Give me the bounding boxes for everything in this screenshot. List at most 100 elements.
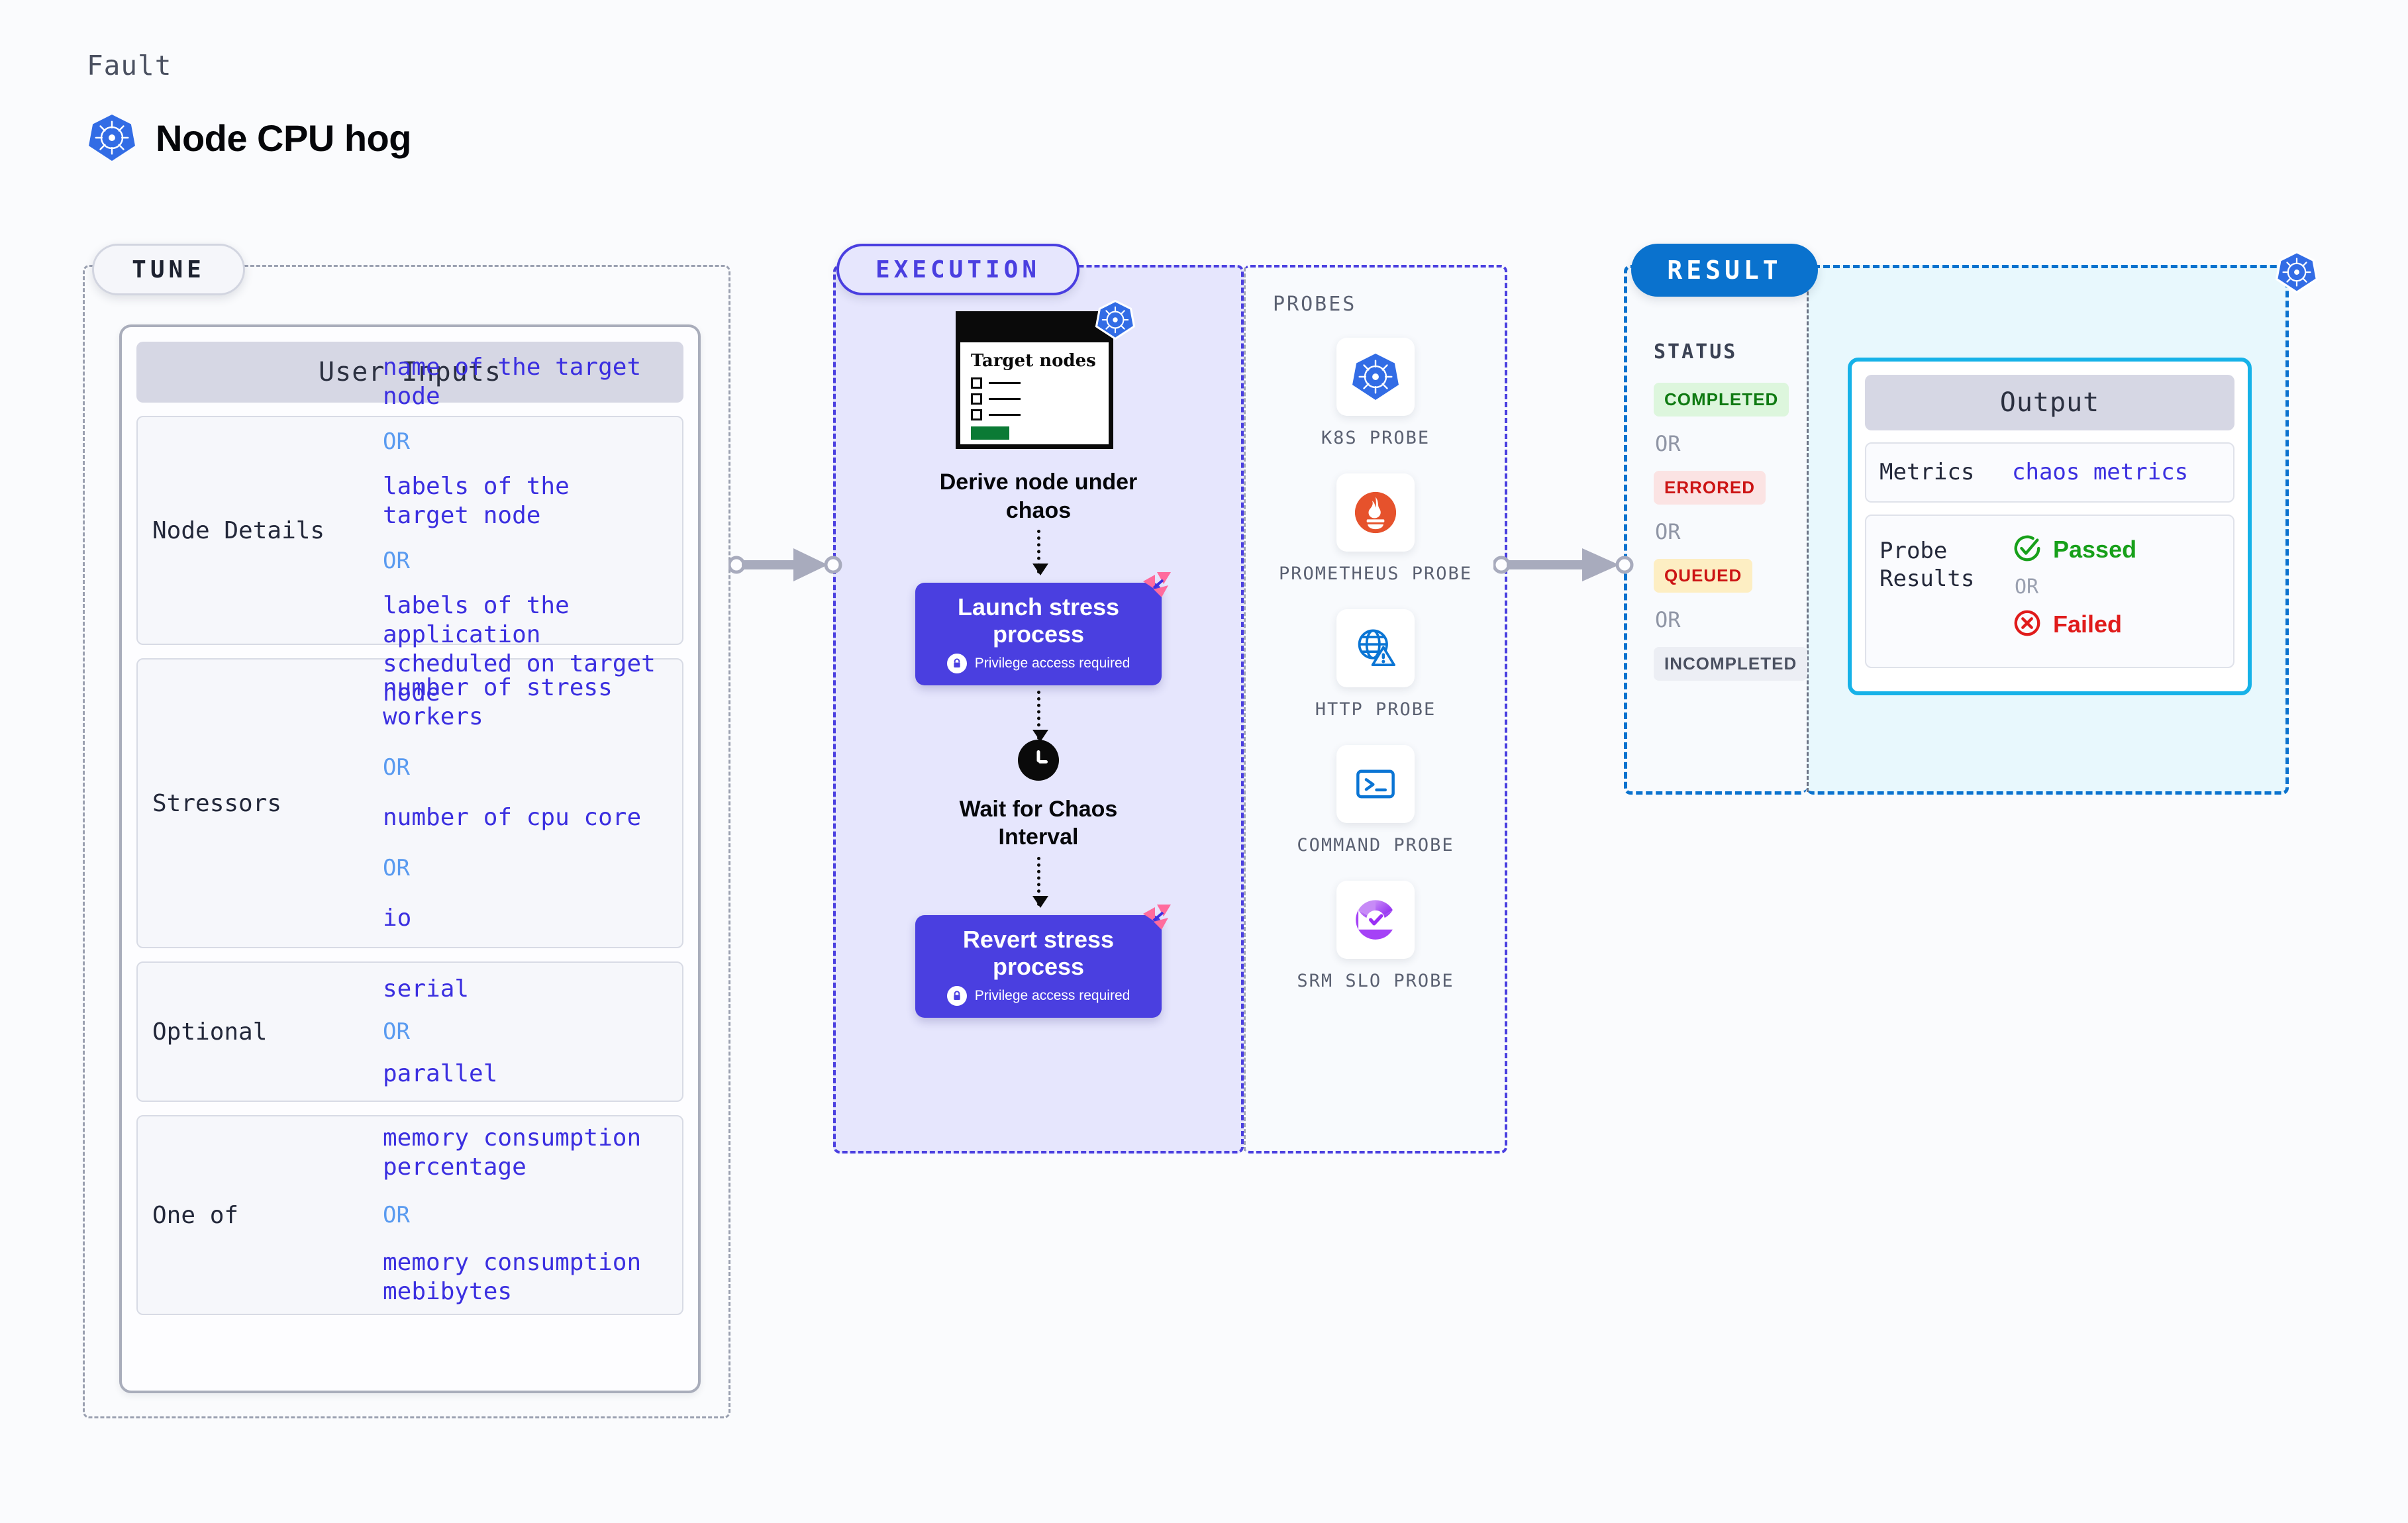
execution-flow: Target nodes bbox=[833, 299, 1244, 1018]
tune-value: number of stress workers bbox=[383, 674, 613, 731]
arrow-execution-to-result bbox=[1492, 542, 1639, 591]
probe-label: SRM SLO PROBE bbox=[1297, 971, 1454, 992]
result-pill[interactable]: RESULT bbox=[1631, 244, 1818, 297]
step-launch-stress-process[interactable]: Launch stress process Privilege access r… bbox=[915, 572, 1171, 685]
flow-connector bbox=[1032, 690, 1048, 742]
probe-item-srm-slo[interactable]: SRM SLO PROBE bbox=[1297, 881, 1454, 993]
or-separator: OR bbox=[383, 854, 410, 881]
tune-row-optional: Optional serial OR parallel bbox=[136, 961, 683, 1102]
flow-connector bbox=[1032, 530, 1048, 575]
probe-item-prometheus[interactable]: PROMETHEUS PROBE bbox=[1279, 473, 1472, 585]
tune-value: io bbox=[383, 904, 412, 932]
or-separator: OR bbox=[383, 428, 410, 456]
status-badge-queued: QUEUED bbox=[1654, 559, 1753, 593]
output-card-header: Output bbox=[1865, 375, 2234, 430]
or-separator: OR bbox=[1655, 607, 1681, 632]
tune-pill[interactable]: TUNE bbox=[92, 244, 245, 295]
clock-icon bbox=[1018, 739, 1059, 781]
probe-label: PROMETHEUS PROBE bbox=[1278, 564, 1473, 585]
user-inputs-header: User Inputs bbox=[136, 342, 683, 403]
probe-result-passed: Passed bbox=[2012, 533, 2136, 566]
or-separator: OR bbox=[2015, 575, 2039, 599]
privilege-note: Privilege access required bbox=[946, 985, 1130, 1006]
privilege-text: Privilege access required bbox=[974, 987, 1130, 1003]
or-separator: OR bbox=[383, 1202, 410, 1228]
page-title: Node CPU hog bbox=[156, 117, 411, 159]
chaos-icon bbox=[1142, 903, 1172, 934]
tune-value: parallel bbox=[383, 1060, 498, 1087]
privilege-note: Privilege access required bbox=[946, 653, 1130, 673]
probe-item-command[interactable]: COMMAND PROBE bbox=[1297, 745, 1454, 857]
tune-value: memory consumption mebibytes bbox=[383, 1249, 642, 1305]
kubernetes-icon bbox=[1095, 299, 1136, 343]
terminal-icon bbox=[1336, 745, 1415, 824]
step-title: Launch stress process bbox=[957, 593, 1120, 648]
green-status-bar bbox=[971, 426, 1009, 440]
globe-warning-icon bbox=[1336, 609, 1415, 688]
status-badge-completed: COMPLETED bbox=[1654, 383, 1789, 417]
tune-row-label: Node Details bbox=[152, 516, 325, 544]
step-caption-wait: Wait for Chaos Interval bbox=[959, 796, 1118, 850]
lock-icon bbox=[946, 985, 967, 1006]
or-separator: OR bbox=[383, 1018, 410, 1045]
tune-panel bbox=[83, 265, 730, 1418]
probes-title: PROBES bbox=[1273, 293, 1357, 316]
tune-value: memory consumption percentage bbox=[383, 1124, 642, 1181]
checkbox-icon bbox=[971, 393, 982, 405]
probes-list: K8S PROBE PROMETHEUS PROBE bbox=[1244, 338, 1507, 993]
metrics-label: Metrics bbox=[1880, 459, 1975, 485]
srm-slo-icon bbox=[1336, 881, 1415, 959]
kubernetes-icon bbox=[1336, 338, 1415, 416]
tune-row-stressors: Stressors number of stress workers OR nu… bbox=[136, 658, 683, 948]
line-placeholder bbox=[989, 413, 1021, 416]
or-separator: OR bbox=[383, 548, 410, 574]
status-title: STATUS bbox=[1654, 340, 1738, 364]
kubernetes-icon bbox=[2275, 250, 2319, 297]
line-placeholder bbox=[989, 397, 1021, 400]
checkbox-icon bbox=[971, 409, 982, 420]
execution-pill[interactable]: EXECUTION bbox=[836, 244, 1079, 295]
probe-item-k8s[interactable]: K8S PROBE bbox=[1321, 338, 1430, 450]
step-caption-derive: Derive node under chaos bbox=[939, 469, 1138, 523]
or-separator: OR bbox=[383, 754, 410, 781]
output-row-metrics: Metrics chaos metrics bbox=[1865, 442, 2234, 503]
prometheus-icon bbox=[1336, 473, 1415, 552]
fault-eyebrow: Fault bbox=[87, 50, 172, 81]
tune-value: name of the target node bbox=[383, 354, 642, 411]
tune-row-label: Optional bbox=[152, 1018, 268, 1046]
probes-divider bbox=[1244, 268, 1246, 1151]
or-separator: OR bbox=[1655, 519, 1681, 544]
user-inputs-card: User Inputs Node Details name of the tar… bbox=[119, 324, 701, 1393]
tune-value: labels of the target node bbox=[383, 473, 570, 530]
checkbox-icon bbox=[971, 377, 982, 389]
kubernetes-icon bbox=[87, 113, 137, 163]
tune-row-label: Stressors bbox=[152, 789, 282, 817]
probe-item-http[interactable]: HTTP PROBE bbox=[1315, 609, 1436, 721]
flow-connector bbox=[1032, 856, 1048, 908]
status-badge-incompleted: INCOMPLETED bbox=[1654, 647, 1808, 681]
status-divider bbox=[1807, 268, 1809, 792]
tune-value: labels of the application scheduled on t… bbox=[383, 592, 656, 707]
result-status-panel bbox=[1624, 265, 1807, 795]
tune-value: serial bbox=[383, 975, 470, 1003]
probe-label: COMMAND PROBE bbox=[1297, 835, 1454, 856]
probe-label: K8S PROBE bbox=[1321, 428, 1430, 448]
tune-value: number of cpu core bbox=[383, 804, 642, 831]
metrics-value: chaos metrics bbox=[2012, 459, 2189, 486]
step-title: Revert stress process bbox=[962, 925, 1115, 981]
probe-results-label: Probe Results bbox=[1880, 537, 1975, 593]
target-nodes-screen: Target nodes bbox=[956, 299, 1136, 454]
step-revert-stress-process[interactable]: Revert stress process Privilege access r… bbox=[915, 904, 1171, 1018]
check-circle-icon bbox=[2012, 533, 2042, 566]
or-separator: OR bbox=[1655, 431, 1681, 456]
fault-title-row: Node CPU hog bbox=[87, 113, 411, 163]
probe-label: HTTP PROBE bbox=[1315, 699, 1436, 720]
output-row-probe-results: Probe Results Passed OR bbox=[1865, 514, 2234, 668]
output-card: Output Metrics chaos metrics Probe Resul… bbox=[1848, 358, 2252, 695]
failed-label: Failed bbox=[2053, 610, 2123, 638]
tune-row-label: One of bbox=[152, 1201, 239, 1229]
arrow-tune-to-execution bbox=[727, 542, 848, 591]
passed-label: Passed bbox=[2053, 535, 2137, 563]
tune-row-one-of: One of memory consumption percentage OR … bbox=[136, 1115, 683, 1315]
